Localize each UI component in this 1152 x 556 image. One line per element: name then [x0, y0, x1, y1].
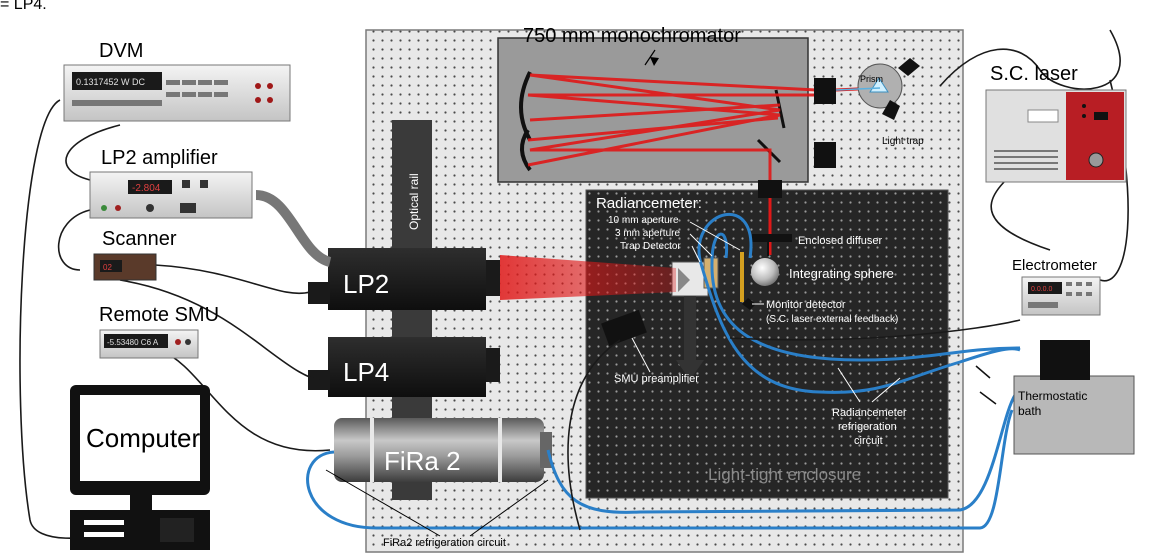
lp2-amplifier-display: -2.804	[132, 183, 161, 194]
optical-rail-label: Optical rail	[407, 173, 421, 230]
computer: Computer	[70, 385, 210, 550]
remote-smu-instrument: -5.53480 C6 A	[99, 329, 199, 359]
lp4-detector: LP4	[308, 337, 500, 397]
fira2-label: FiRa 2	[384, 446, 461, 476]
smu-preamplifier-label: SMU preamplifier	[614, 373, 699, 385]
monochromator-arrowhead	[650, 57, 659, 66]
entrance-port	[814, 78, 836, 104]
refrigeration-pointer-lines	[837, 367, 901, 403]
dvm-instrument: 0.1317452 W DC	[63, 64, 291, 122]
dvm-label: DVM	[99, 40, 143, 62]
prism-label: Prism	[860, 74, 883, 84]
fira2-refrigeration-pointers	[325, 469, 549, 537]
light-tight-enclosure-label: Light-tight enclosure	[708, 465, 861, 484]
dvm-display: 0.1317452 W DC	[76, 77, 146, 87]
enclosed-diffuser	[752, 234, 792, 242]
integrating-sphere	[751, 258, 779, 286]
lp2-amplifier-instrument: -2.804	[89, 171, 253, 219]
thermostatic-bath-instrument	[1013, 340, 1135, 455]
electrometer-label: Electrometer	[1012, 257, 1097, 274]
monitor-detector	[742, 298, 756, 310]
monochromator-beams	[527, 73, 817, 185]
radiancemeter-refrigeration-line-1: Radiancemeter	[832, 407, 907, 419]
scanner-display: 02	[103, 263, 112, 272]
radiancemeter-refrigeration-line-2: refrigeration	[838, 421, 897, 433]
remote-smu-label: Remote SMU	[99, 304, 219, 326]
radiancemeter	[671, 234, 792, 380]
enclosed-diffuser-label: Enclosed diffuser	[798, 235, 883, 247]
monochromator-arrow-line	[644, 49, 656, 66]
exit-slit-mount	[758, 180, 782, 198]
sc-laser-label: S.C. laser	[990, 63, 1078, 85]
aperture-3mm-label: 3 mm aperture	[615, 228, 680, 239]
sc-laser-instrument	[985, 89, 1127, 183]
light-trap-label: Light trap	[882, 136, 924, 147]
monochromator-label: 750 mm monochromator	[523, 25, 741, 47]
radiancemeter-label: Radiancemeter:	[596, 195, 702, 212]
prism-assembly	[835, 58, 920, 120]
thermostatic-bath-label: Thermostatic bath	[1018, 389, 1091, 418]
lp2-amplifier-label: LP2 amplifier	[101, 147, 218, 169]
smu-preamplifier-pointer	[631, 337, 651, 373]
lp2-label: LP2	[343, 269, 389, 299]
scanner-label: Scanner	[102, 228, 177, 250]
smu-preamplifier	[601, 309, 647, 347]
fira2-refrigeration-label: FiRa2 refrigeration circuit	[383, 537, 506, 549]
computer-label: Computer	[86, 423, 200, 453]
thermostatic-bath-line-2: bath	[1018, 404, 1041, 418]
lp4-label: LP4	[343, 357, 389, 387]
radiancemeter-refrigeration-line-3: circuit	[854, 435, 883, 447]
aperture-10mm-label: 10 mm aperture	[608, 215, 679, 226]
instrument-cables	[19, 29, 1129, 539]
monitor-detector-label: Monitor detector	[766, 299, 846, 311]
remote-smu-display: -5.53480 C6 A	[107, 338, 159, 347]
monitor-detector-note: (S.C. laser external feedback)	[766, 314, 898, 325]
fira2-radiometer: FiRa 2	[334, 418, 552, 482]
radiancemeter-stand	[676, 296, 704, 380]
integrating-sphere-label: Integrating sphere	[789, 266, 894, 281]
exit-port	[814, 142, 836, 168]
header-fragment: = LP4.	[0, 0, 47, 13]
coolant-arrows	[975, 365, 997, 405]
scanner-instrument: 02	[93, 253, 157, 281]
radiancemeter-pointer-lines	[689, 221, 741, 263]
lp2-detector: LP2	[308, 248, 500, 310]
electrometer-instrument: 0.0.0.0	[1021, 276, 1101, 316]
lp2-beam	[500, 255, 676, 300]
electrometer-display: 0.0.0.0	[1031, 286, 1053, 293]
lp2-signal-cable	[255, 190, 332, 267]
trap-detector-label: Trap Detector	[620, 241, 681, 252]
radiancemeter-refrigeration-label: Radiancemeter refrigeration circuit	[832, 407, 910, 447]
thermostatic-bath-line-1: Thermostatic	[1018, 389, 1087, 403]
